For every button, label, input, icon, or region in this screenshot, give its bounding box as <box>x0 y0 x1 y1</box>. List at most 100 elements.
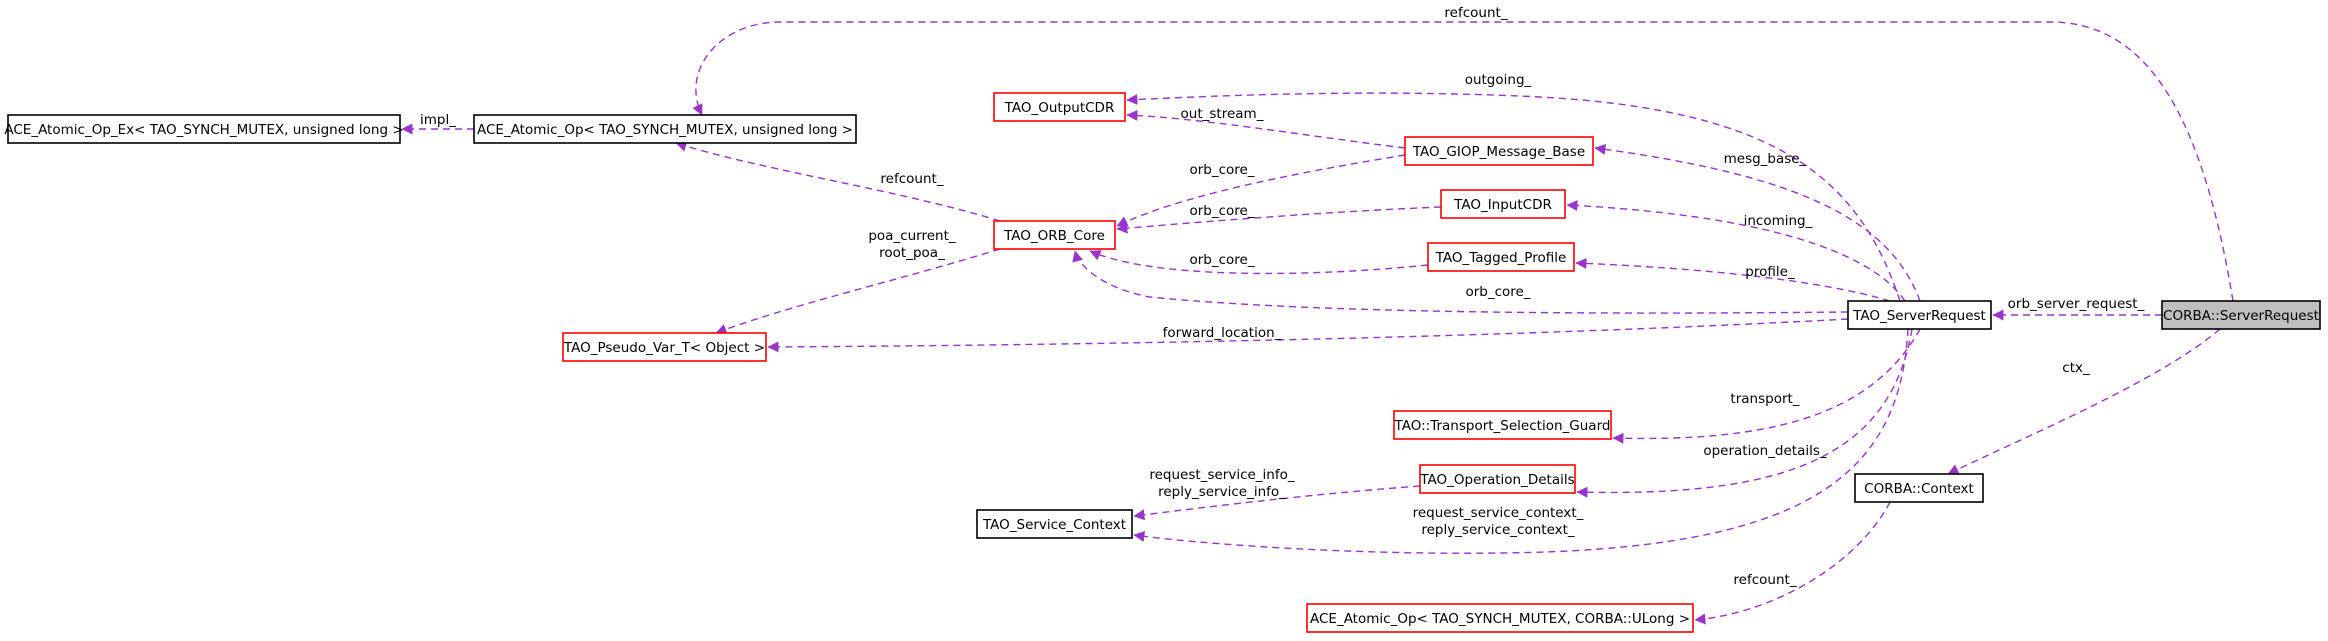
edge-label: operation_details_ <box>1703 443 1827 459</box>
node-tao-operation-details[interactable]: TAO_Operation_Details <box>1419 464 1576 494</box>
node-tao-orb-core[interactable]: TAO_ORB_Core <box>993 220 1116 250</box>
edge-label: refcount_ <box>1444 5 1507 21</box>
node-label: CORBA::ServerRequest <box>2163 308 2319 324</box>
edge-refcount-orb: refcount_ <box>675 140 1001 222</box>
edge-profile: profile_ <box>1575 257 1891 302</box>
edge-outgoing: outgoing_ <box>1126 72 1901 302</box>
node-box[interactable] <box>1404 136 1594 166</box>
node-label: TAO::Transport_Selection_Guard <box>1394 418 1611 434</box>
node-label: ACE_Atomic_Op< TAO_SYNCH_MUTEX, unsigned… <box>477 122 853 138</box>
edge-line-orb-core-server <box>1072 250 1849 314</box>
node-box[interactable] <box>562 332 767 362</box>
edge-orb-server-request: orb_server_request_ <box>1992 296 2162 321</box>
edge-orb-core-tagged: orb_core_ <box>1089 250 1429 275</box>
edge-label: transport_ <box>1730 391 1799 407</box>
node-tao-service-context[interactable]: TAO_Service_Context <box>976 509 1133 539</box>
edge-out-stream: out_stream_ <box>1126 106 1406 149</box>
node-box[interactable] <box>1847 300 1992 330</box>
node-tao-giop-message-base[interactable]: TAO_GIOP_Message_Base <box>1404 136 1594 166</box>
node-ace-atomic-op-corba-ulong[interactable]: ACE_Atomic_Op< TAO_SYNCH_MUTEX, CORBA::U… <box>1306 603 1694 633</box>
edge-label: request_service_context_ <box>1413 505 1584 521</box>
edges-layer: refcount_impl_outgoing_out_stream_refcou… <box>401 5 2234 625</box>
edge-label: reply_service_info_ <box>1158 484 1286 500</box>
node-box[interactable] <box>473 114 857 144</box>
edge-label: outgoing_ <box>1465 72 1532 88</box>
edge-label: request_service_info_ <box>1149 467 1294 483</box>
node-tao-inputcdr[interactable]: TAO_InputCDR <box>1440 189 1566 219</box>
edge-operation-details: operation_details_ <box>1576 328 1913 498</box>
edge-line-forward-location <box>767 318 1849 353</box>
node-corba-serverrequest[interactable]: CORBA::ServerRequest <box>2161 300 2321 330</box>
node-tao-pseudo-var-t[interactable]: TAO_Pseudo_Var_T< Object > <box>562 332 767 362</box>
node-box[interactable] <box>1427 242 1575 272</box>
edge-poa: poa_current_root_poa_ <box>715 228 1001 335</box>
edge-label: orb_server_request_ <box>2008 296 2145 312</box>
edge-refcount-context: refcount_ <box>1694 501 1891 625</box>
edge-line-orb-core-tagged <box>1089 250 1429 275</box>
node-box[interactable] <box>1440 189 1566 219</box>
edge-label: impl_ <box>420 112 456 128</box>
node-box[interactable] <box>1393 410 1612 440</box>
node-tao-outputcdr[interactable]: TAO_OutputCDR <box>993 92 1126 122</box>
node-box[interactable] <box>976 509 1133 539</box>
edge-label: poa_current_ <box>868 228 956 244</box>
edge-line-out-stream <box>1126 109 1406 149</box>
node-box[interactable] <box>2161 300 2321 330</box>
edge-service-context: request_service_context_reply_service_co… <box>1133 328 1909 554</box>
node-tao-serverrequest[interactable]: TAO_ServerRequest <box>1847 300 1992 330</box>
node-box[interactable] <box>1306 603 1694 633</box>
node-label: ACE_Atomic_Op< TAO_SYNCH_MUTEX, CORBA::U… <box>1310 611 1690 627</box>
edge-transport: transport_ <box>1612 328 1921 444</box>
edge-line-orb-core-giop <box>1116 154 1406 227</box>
edge-label: orb_core_ <box>1189 252 1254 268</box>
edge-line-refcount-context <box>1694 501 1891 625</box>
node-box[interactable] <box>1419 464 1576 494</box>
edge-label: orb_core_ <box>1189 203 1254 219</box>
edge-label: mesg_base_ <box>1724 151 1807 167</box>
node-label: TAO_Operation_Details <box>1419 472 1574 488</box>
edge-label: refcount_ <box>880 171 943 187</box>
edge-label: forward_location_ <box>1163 325 1282 341</box>
edge-label: orb_core_ <box>1465 284 1530 300</box>
edge-label: refcount_ <box>1733 572 1796 588</box>
edge-orb-core-server: orb_core_ <box>1072 250 1849 314</box>
edge-label: ctx_ <box>2062 360 2090 376</box>
edge-line-transport <box>1612 328 1921 444</box>
node-tao-transport-selection-guard[interactable]: TAO::Transport_Selection_Guard <box>1393 410 1612 440</box>
node-box[interactable] <box>993 220 1116 250</box>
node-corba-context[interactable]: CORBA::Context <box>1854 473 1984 503</box>
node-label: TAO_Tagged_Profile <box>1435 250 1567 266</box>
edge-label: incoming_ <box>1744 213 1813 229</box>
edge-refcount-top: refcount_ <box>692 5 2234 302</box>
node-box[interactable] <box>1854 473 1984 503</box>
edge-line-refcount-orb <box>675 140 1001 222</box>
node-label: TAO_GIOP_Message_Base <box>1412 144 1585 160</box>
nodes-layer: ACE_Atomic_Op_Ex< TAO_SYNCH_MUTEX, unsig… <box>4 92 2321 633</box>
edge-mesg-base: mesg_base_ <box>1594 143 1921 302</box>
node-box[interactable] <box>7 114 401 144</box>
node-label: TAO_ServerRequest <box>1852 308 1986 324</box>
node-label: TAO_ORB_Core <box>1003 228 1105 244</box>
node-box[interactable] <box>993 92 1126 122</box>
edge-label: reply_service_context_ <box>1421 522 1575 538</box>
edge-line-poa <box>715 248 1001 335</box>
edge-label: out_stream_ <box>1181 106 1264 122</box>
edge-incoming: incoming_ <box>1566 200 1906 302</box>
edge-label: profile_ <box>1745 264 1795 280</box>
node-label: TAO_Service_Context <box>982 517 1126 533</box>
edge-line-orb-core-input <box>1116 206 1442 234</box>
edge-line-service-context <box>1133 328 1909 554</box>
node-ace-atomic-op-ulong[interactable]: ACE_Atomic_Op< TAO_SYNCH_MUTEX, unsigned… <box>473 114 857 144</box>
edge-line-ctx <box>1947 328 2221 475</box>
node-tao-tagged-profile[interactable]: TAO_Tagged_Profile <box>1427 242 1575 272</box>
node-label: TAO_InputCDR <box>1453 197 1552 213</box>
node-ace-atomic-op-ex[interactable]: ACE_Atomic_Op_Ex< TAO_SYNCH_MUTEX, unsig… <box>4 114 404 144</box>
edge-orb-core-giop: orb_core_ <box>1116 154 1406 227</box>
edge-orb-core-input: orb_core_ <box>1116 203 1442 234</box>
node-label: TAO_OutputCDR <box>1004 100 1115 116</box>
edge-impl: impl_ <box>401 112 474 135</box>
node-label: CORBA::Context <box>1864 481 1974 497</box>
edge-service-info: request_service_info_reply_service_info_ <box>1133 467 1421 521</box>
